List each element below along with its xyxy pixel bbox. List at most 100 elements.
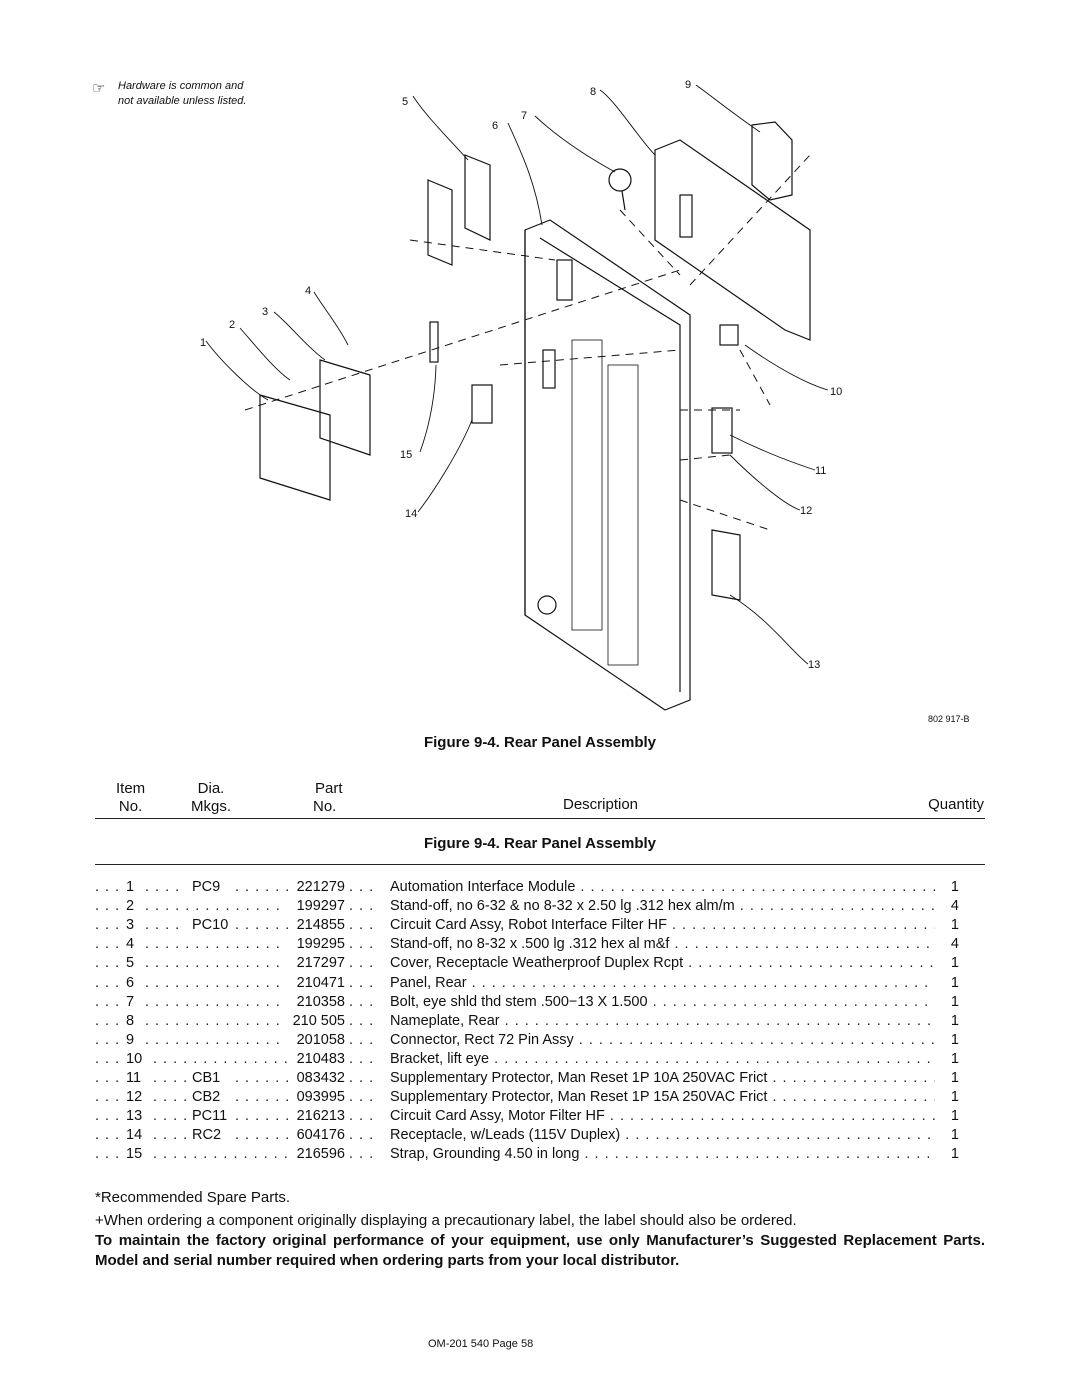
dia-marking: PC10: [192, 917, 229, 934]
part-number: 083432: [296, 1070, 345, 1086]
dia-leader: . . . .: [145, 879, 181, 895]
dia-leader: . . . .: [153, 1108, 189, 1125]
part-number: 221279: [296, 879, 345, 895]
header-item-line2: No.: [118, 798, 143, 815]
table-row: . . .3. . . .PC10. . . . . .214855. . .C…: [95, 916, 985, 935]
description-leader: . . . . . . . . . . . . . . . . . . . . …: [504, 1012, 935, 1029]
dia-leader-2: . . . . . .: [235, 917, 291, 934]
item-leader: . . .: [95, 1089, 121, 1106]
drawing-number: 802 917-B: [928, 714, 970, 724]
hardware-note-line1: Hardware is common and: [118, 80, 244, 92]
item-leader: . . .: [95, 1070, 121, 1086]
quantity: 1: [950, 974, 959, 991]
description-cell: Cover, Receptacle Weatherproof Duplex Rc…: [390, 954, 935, 973]
quantity: 1: [950, 1031, 959, 1048]
description-cell: Circuit Card Assy, Motor Filter HF . . .…: [390, 1107, 935, 1126]
quantity: 1: [950, 993, 959, 1010]
description-text: Bolt, eye shld thd stem .500−13 X 1.500: [390, 993, 648, 1010]
quantity: 1: [950, 1108, 959, 1125]
hardware-note: Hardware is common and not available unl…: [118, 79, 246, 109]
header-part-line2: No.: [313, 798, 337, 815]
dia-leader-2: . . . . . .: [235, 1108, 291, 1125]
figure-caption: Figure 9-4. Rear Panel Assembly: [423, 734, 657, 751]
part-leader: . . .: [349, 1108, 375, 1125]
item-number: 8: [126, 1012, 135, 1029]
breaker-cb1: [711, 407, 733, 454]
eye-bolt: [608, 168, 632, 192]
header-part: Part No.: [313, 780, 343, 816]
dia-leader-2: . . . . . .: [235, 1070, 291, 1086]
item-number: 12: [126, 1089, 143, 1106]
callout-13: 13: [808, 659, 821, 671]
description-leader: . . . . . . . . . . . . . . . . . . . . …: [609, 1108, 935, 1125]
part-leader: . . .: [349, 1070, 375, 1086]
header-part-line1: Part: [315, 780, 343, 797]
part-leader: . . .: [349, 1127, 375, 1144]
description-cell: Strap, Grounding 4.50 in long . . . . . …: [390, 1145, 935, 1164]
description-text: Circuit Card Assy, Motor Filter HF: [390, 1108, 605, 1125]
part-number: 210 505: [292, 1012, 345, 1029]
callout-9: 9: [685, 79, 692, 91]
hardware-note-line2: not available unless listed.: [118, 95, 247, 107]
part-number: 210471: [296, 974, 345, 991]
part-leader: . . .: [349, 1050, 375, 1067]
table-row: . . .6. . . . . . . . . . . . . . . 2104…: [95, 974, 985, 993]
part-leader: . . .: [349, 955, 375, 972]
receptacle-cover: [464, 154, 491, 241]
item-leader: . . .: [95, 1050, 121, 1067]
item-leader: . . .: [95, 1146, 121, 1163]
description-leader: . . . . . . . . . . . . . . . . . . . . …: [578, 1031, 935, 1048]
table-row: . . .12. . . .CB2. . . . . .093995. . .S…: [95, 1088, 985, 1107]
dia-leader: . . . . . . . . . . . . . . .: [153, 1146, 293, 1163]
header-rule: [95, 818, 985, 819]
page-footer: OM-201 540 Page 58: [428, 1338, 534, 1350]
item-number: 10: [126, 1050, 143, 1067]
description-leader: . . . . . . . . . . . . . . . . . . . . …: [580, 879, 935, 895]
table-row: . . . 10 . . . . . . . . . . . . . . . 210…: [95, 1050, 985, 1069]
item-number: 2: [126, 898, 135, 915]
quantity: 1: [950, 1050, 959, 1067]
dia-leader-2: . . . . . .: [235, 879, 291, 895]
dia-leader-2: . . . . . .: [235, 1089, 291, 1106]
description-text: Cover, Receptacle Weatherproof Duplex Rc…: [390, 955, 684, 972]
part-number: 210358: [296, 993, 345, 1010]
part-number: 201058: [296, 1031, 345, 1048]
quantity: 1: [950, 879, 959, 895]
header-dia-line1: Dia.: [197, 780, 225, 797]
item-number: 1: [126, 879, 135, 895]
description-cell: Supplementary Protector, Man Reset 1P 15…: [390, 1088, 935, 1107]
callout-4: 4: [305, 285, 312, 297]
part-number: 210483: [296, 1050, 345, 1067]
dia-leader: . . . . . . . . . . . . . . .: [145, 993, 285, 1010]
dia-leader: . . . . . . . . . . . . . . .: [153, 1050, 293, 1067]
quantity: 1: [950, 955, 959, 972]
description-text: Circuit Card Assy, Robot Interface Filte…: [390, 917, 667, 934]
description-text: Automation Interface Module: [390, 879, 576, 895]
description-leader: . . . . . . . . . . . . . . . . . . . . …: [584, 1146, 935, 1163]
item-leader: . . .: [95, 1031, 121, 1048]
item-leader: . . .: [95, 955, 121, 972]
description-cell: Connector, Rect 72 Pin Assy . . . . . . …: [390, 1031, 935, 1050]
circuit-card-pc11: [711, 529, 741, 601]
callout-1: 1: [200, 337, 207, 349]
section-rule: [95, 864, 985, 865]
callout-7: 7: [521, 110, 528, 122]
part-number: 199297: [296, 898, 345, 915]
item-number: 13: [126, 1108, 143, 1125]
precautionary-label-note: +When ordering a component originally di…: [95, 1212, 797, 1229]
callout-2: 2: [229, 319, 236, 331]
part-leader: . . .: [349, 1012, 375, 1029]
description-cell: Stand-off, no 6-32 & no 8-32 x 2.50 lg .…: [390, 897, 935, 916]
part-number: 199295: [296, 936, 345, 953]
quantity: 1: [950, 1012, 959, 1029]
header-dia-line2: Mkgs.: [191, 798, 232, 815]
part-leader: . . .: [349, 993, 375, 1010]
callout-12: 12: [800, 505, 813, 517]
dia-marking: CB1: [192, 1070, 221, 1086]
dia-marking: CB2: [192, 1089, 221, 1106]
item-leader: . . .: [95, 993, 121, 1010]
description-cell: Bracket, lift eye . . . . . . . . . . . …: [390, 1050, 935, 1069]
dia-marking: PC11: [192, 1108, 228, 1125]
item-number: 9: [126, 1031, 135, 1048]
description-text: Panel, Rear: [390, 974, 467, 991]
